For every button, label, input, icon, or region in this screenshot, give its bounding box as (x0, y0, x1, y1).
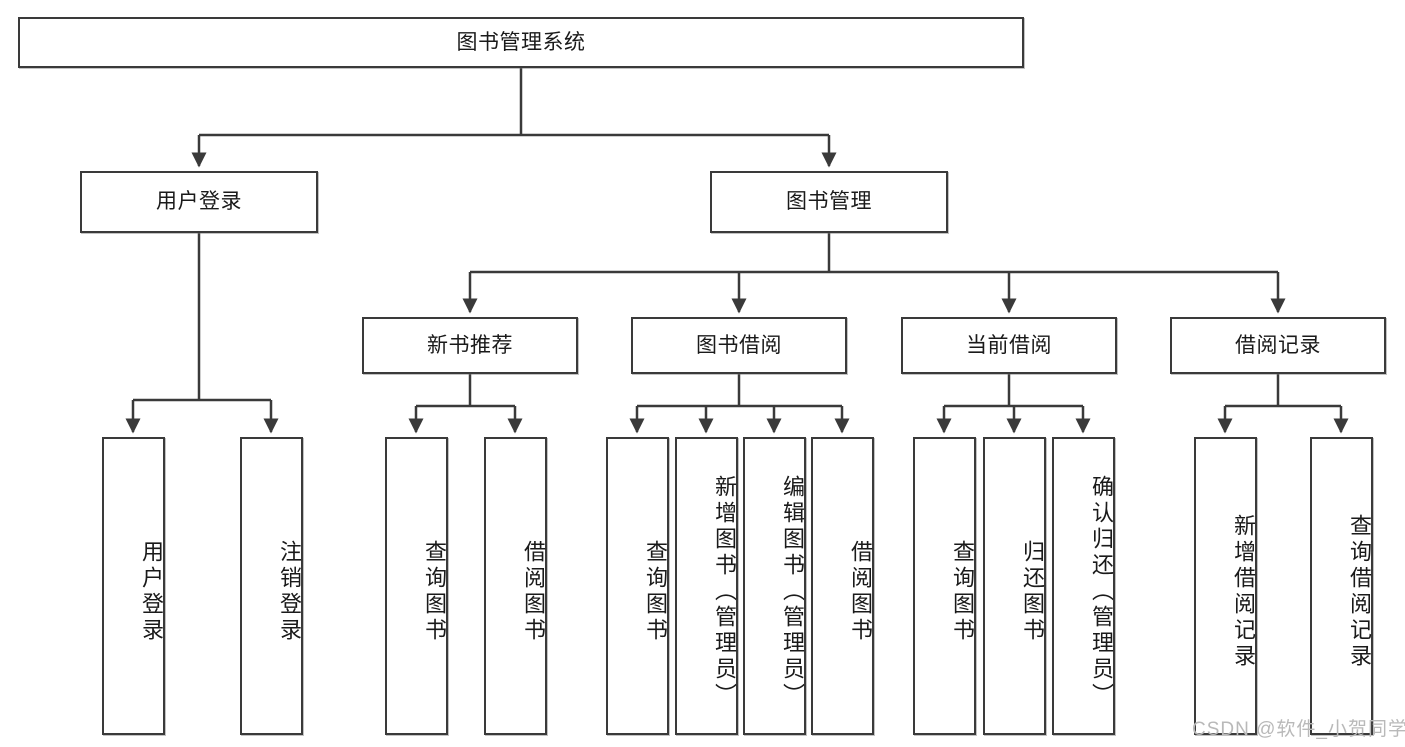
node-book-manage-label: 图书管理 (786, 190, 872, 214)
node-leaf-add-book[interactable]: 新增图书（管理员） (675, 437, 738, 735)
node-leaf-edit-book-label: 编辑图书（管理员） (780, 475, 805, 709)
node-leaf-query-book-2[interactable]: 查询图书 (606, 437, 669, 735)
csdn-watermark: CSDN @软件_小贺同学 (1192, 719, 1405, 740)
node-current-borrow-label: 当前借阅 (966, 333, 1052, 357)
node-leaf-query-record-label: 查询借阅记录 (1347, 514, 1372, 670)
node-leaf-logout[interactable]: 注销登录 (240, 437, 303, 735)
node-borrow-record[interactable]: 借阅记录 (1170, 317, 1386, 374)
node-user-login[interactable]: 用户登录 (80, 171, 318, 233)
node-leaf-add-book-label: 新增图书（管理员） (712, 475, 737, 709)
node-leaf-add-record-label: 新增借阅记录 (1231, 514, 1256, 670)
node-leaf-query-book-1[interactable]: 查询图书 (385, 437, 448, 735)
node-leaf-borrow-book-2-label: 借阅图书 (848, 540, 873, 644)
node-root-label: 图书管理系统 (456, 30, 586, 54)
node-borrow-record-label: 借阅记录 (1235, 333, 1321, 357)
node-user-login-label: 用户登录 (156, 190, 242, 214)
node-leaf-edit-book[interactable]: 编辑图书（管理员） (743, 437, 806, 735)
node-book-borrow-label: 图书借阅 (696, 333, 782, 357)
node-leaf-user-login[interactable]: 用户登录 (102, 437, 165, 735)
node-new-book-recommend[interactable]: 新书推荐 (362, 317, 578, 374)
node-new-book-recommend-label: 新书推荐 (427, 333, 513, 357)
node-leaf-query-book-1-label: 查询图书 (422, 540, 447, 644)
node-leaf-user-login-label: 用户登录 (139, 540, 164, 644)
node-leaf-confirm-return[interactable]: 确认归还（管理员） (1052, 437, 1115, 735)
node-leaf-logout-label: 注销登录 (277, 540, 302, 644)
node-leaf-confirm-return-label: 确认归还（管理员） (1089, 475, 1114, 709)
node-leaf-query-record[interactable]: 查询借阅记录 (1310, 437, 1373, 735)
node-current-borrow[interactable]: 当前借阅 (901, 317, 1117, 374)
node-leaf-add-record[interactable]: 新增借阅记录 (1194, 437, 1257, 735)
node-leaf-query-book-3-label: 查询图书 (950, 540, 975, 644)
node-leaf-return-book-label: 归还图书 (1020, 540, 1045, 644)
node-root[interactable]: 图书管理系统 (18, 17, 1024, 68)
node-leaf-query-book-2-label: 查询图书 (643, 540, 668, 644)
node-leaf-borrow-book-1-label: 借阅图书 (521, 540, 546, 644)
node-book-borrow[interactable]: 图书借阅 (631, 317, 847, 374)
node-leaf-query-book-3[interactable]: 查询图书 (913, 437, 976, 735)
node-leaf-borrow-book-2[interactable]: 借阅图书 (811, 437, 874, 735)
node-book-manage[interactable]: 图书管理 (710, 171, 948, 233)
node-leaf-borrow-book-1[interactable]: 借阅图书 (484, 437, 547, 735)
node-leaf-return-book[interactable]: 归还图书 (983, 437, 1046, 735)
